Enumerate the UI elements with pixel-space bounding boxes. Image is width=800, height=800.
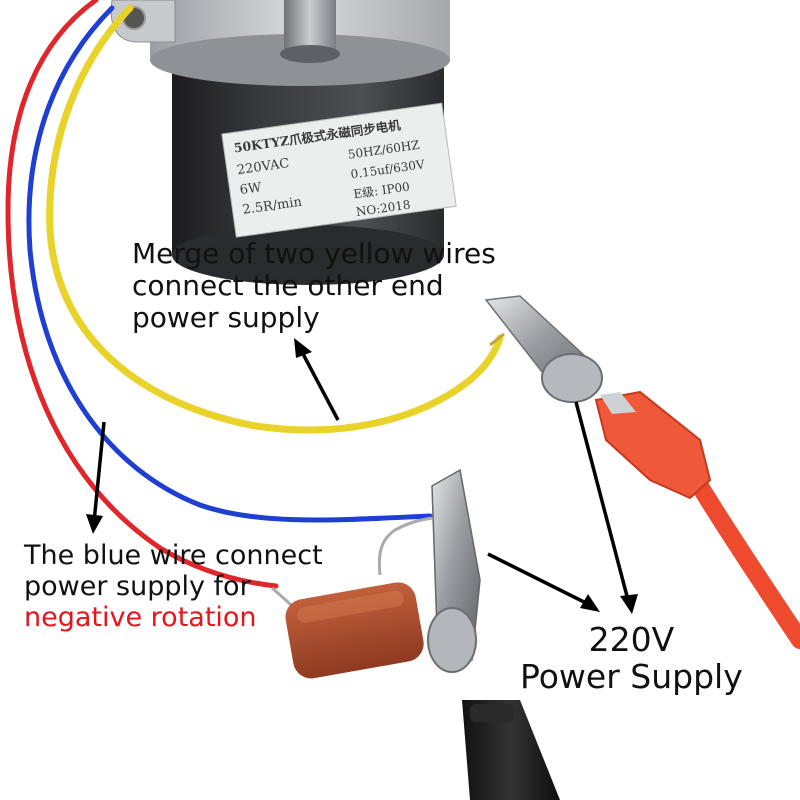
- arrow-to-blue-label: [92, 421, 106, 523]
- arrowhead-top-clip: [620, 594, 638, 614]
- yellow-wire: [46, 4, 504, 434]
- blue-annotation-line-2: power supply for: [24, 571, 251, 603]
- arrowhead-blue: [86, 514, 103, 534]
- arrow-to-top-clip: [574, 401, 630, 601]
- arrowhead-yellow: [294, 338, 312, 358]
- motor-spec-power: 6W: [239, 180, 263, 198]
- yellow-wire-tip: [489, 332, 505, 347]
- red-wire: [5, 0, 279, 589]
- motor-spec-voltage: 220VAC: [236, 156, 290, 178]
- power-supply-voltage: 220V: [588, 620, 675, 659]
- arrow-to-yellow-wire: [300, 351, 340, 421]
- yellow-annotation-line-3: power supply: [132, 301, 320, 335]
- power-supply-annotation: 220V Power Supply: [520, 620, 743, 696]
- capacitor-lead-left: [271, 586, 294, 608]
- capacitor: [285, 582, 424, 679]
- bottom-alligator-clip: [427, 468, 560, 800]
- yellow-wire-annotation: Merge of two yellow wires connect the ot…: [132, 237, 496, 335]
- negative-rotation-highlight: negative rotation: [24, 602, 257, 634]
- arrowhead-bottom-clip: [580, 594, 600, 612]
- red-supply-wire: [681, 461, 800, 649]
- blue-wire-annotation: The blue wire connect power supply for n…: [24, 540, 323, 633]
- blue-wire: [26, 5, 433, 523]
- top-alligator-clip: [484, 295, 712, 500]
- pointer-arrows: [86, 338, 638, 614]
- arrow-to-bottom-clip: [487, 552, 589, 606]
- yellow-annotation-line-1: Merge of two yellow wires: [132, 237, 496, 270]
- yellow-annotation-line-2: connect the other end: [132, 269, 444, 303]
- capacitor-lead-top: [377, 516, 433, 576]
- motor-bottom: [172, 225, 444, 285]
- blue-annotation-line-1: The blue wire connect: [24, 540, 323, 571]
- power-supply-label: Power Supply: [520, 656, 743, 696]
